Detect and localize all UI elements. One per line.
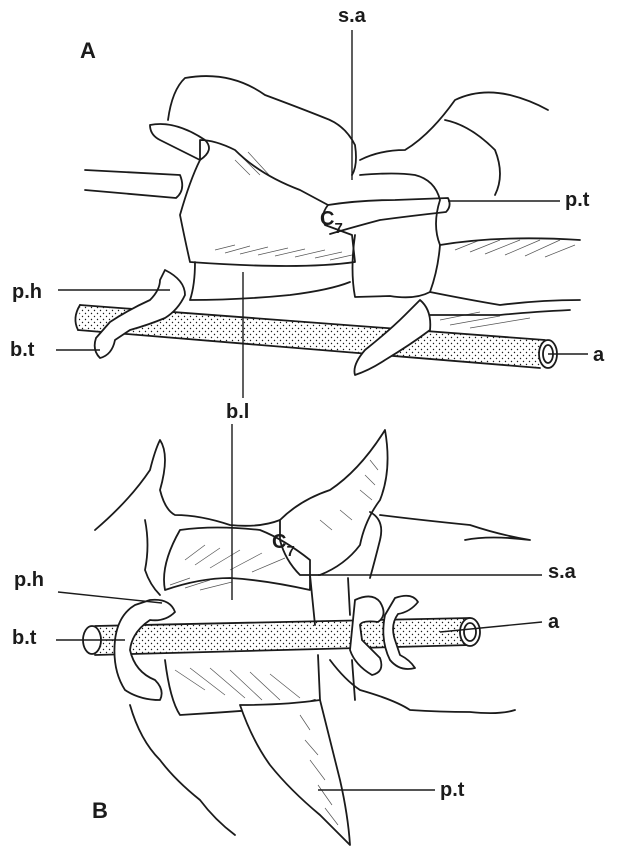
panel-a-p-h-label: p.h	[12, 281, 42, 303]
panel-a-right-vertebra	[430, 238, 580, 305]
panel-b-transverse-process	[240, 700, 350, 845]
panel-b-a-label: a	[548, 611, 560, 633]
panel-a-arch-right	[360, 92, 548, 160]
panel-b-left-outline	[95, 440, 280, 530]
panel-a-neural-arch-outline	[168, 76, 356, 175]
panel-b-p-h-leader	[58, 592, 162, 603]
panel-a-b-t-label: b.t	[10, 339, 35, 361]
panel-a-body-shading	[215, 152, 575, 260]
panel-b-label: B	[92, 798, 108, 823]
panel-a-b-l-label: b.l	[226, 401, 249, 423]
panel-b-b-t-label: b.t	[12, 627, 37, 649]
panel-a-left-vertebra	[85, 124, 209, 198]
panel-b-p-t-label: p.t	[440, 779, 465, 801]
panel-a-a-label: a	[593, 344, 605, 366]
panel-b-s-a-label: s.a	[548, 561, 577, 583]
panel-b-spinous-process	[280, 430, 388, 575]
panel-a-label: A	[80, 38, 96, 63]
panel-b-p-h-label: p.h	[14, 569, 44, 591]
panel-a-p-t-label: p.t	[565, 189, 590, 211]
panel-a-s-a-label: s.a	[338, 5, 367, 27]
panel-a-c7-vertebra	[180, 140, 450, 300]
